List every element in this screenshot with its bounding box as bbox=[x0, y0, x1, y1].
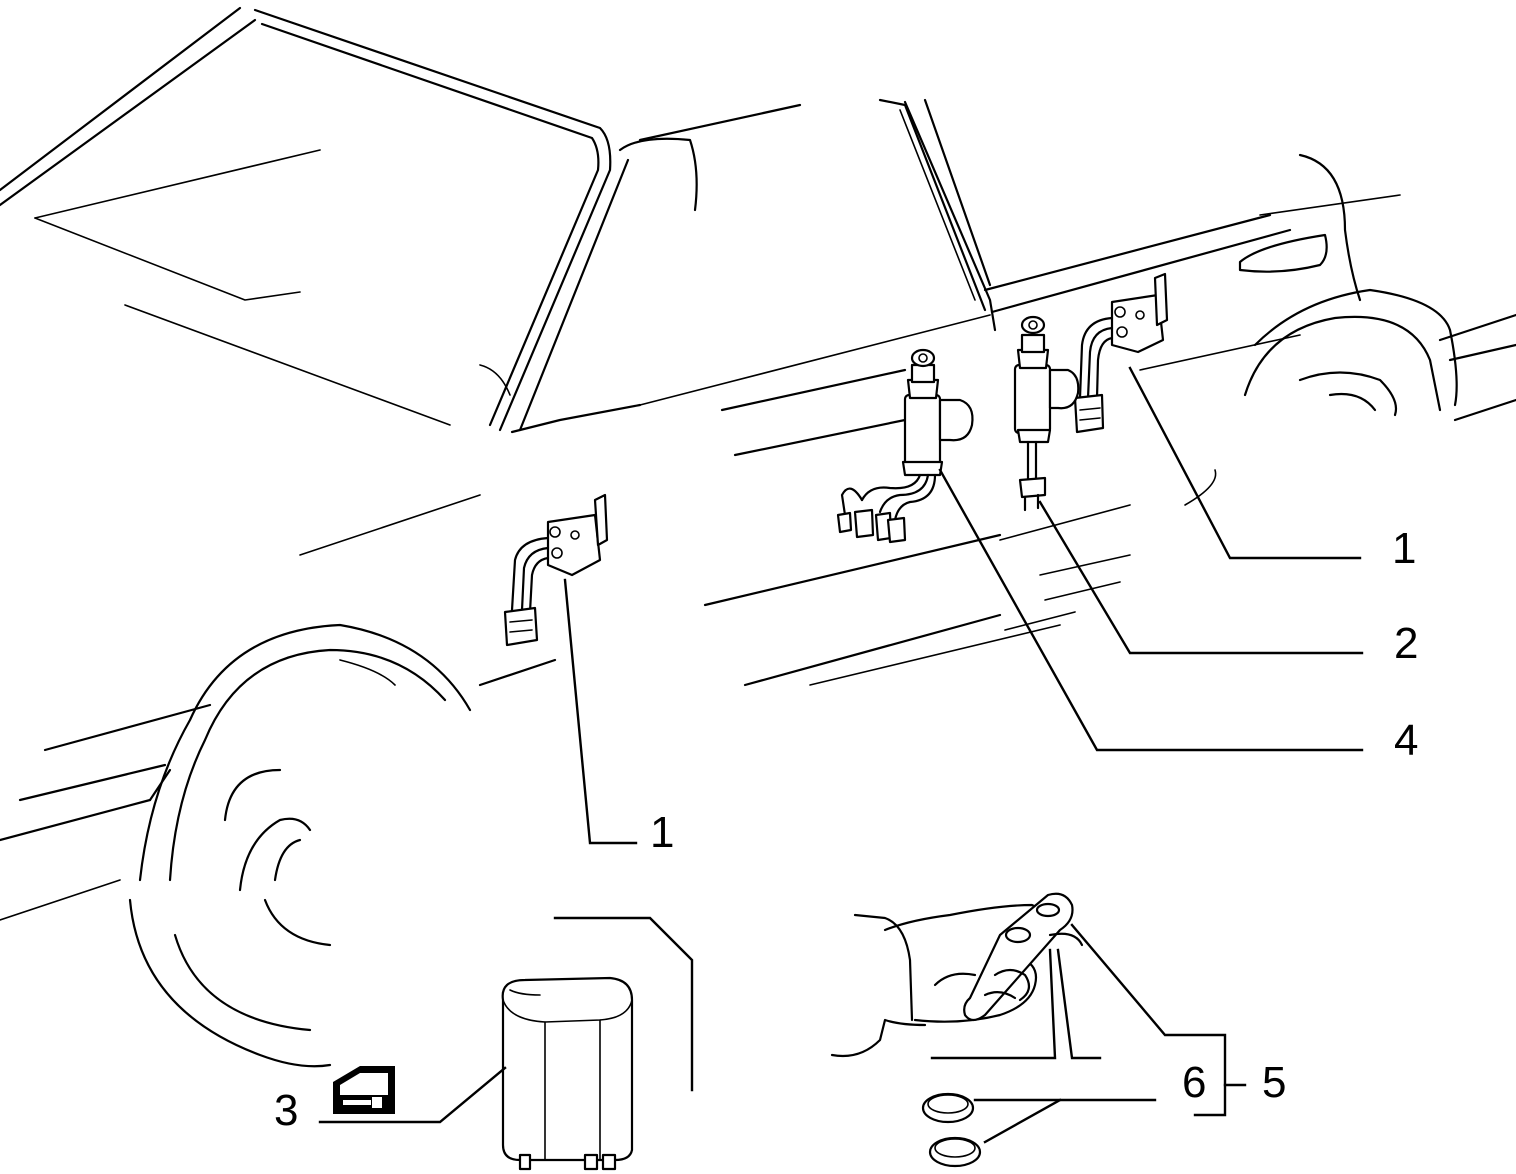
door-key-symbol-icon bbox=[333, 1066, 395, 1114]
car-body-outline-icon bbox=[0, 6, 1516, 1068]
door-lock-actuator-icon bbox=[836, 348, 974, 544]
door-lock-switch-icon bbox=[503, 493, 609, 647]
remote-transmitter-icon bbox=[830, 892, 1247, 1117]
callout-2-actuator: 2 bbox=[1394, 619, 1418, 668]
battery-cell-icon bbox=[928, 1098, 1062, 1168]
callout-6-battery: 6 bbox=[1182, 1058, 1206, 1107]
callout-5-remote: 5 bbox=[1262, 1058, 1286, 1107]
callout-1-right-door-switch: 1 bbox=[1392, 524, 1416, 573]
callout-1-left-door-switch: 1 bbox=[650, 808, 674, 857]
callout-4-actuator: 4 bbox=[1394, 716, 1418, 765]
control-unit-icon bbox=[501, 916, 694, 1171]
leader-lines bbox=[318, 366, 1364, 1124]
door-lock-actuator-icon bbox=[1013, 315, 1080, 512]
battery-cell-icon bbox=[921, 1092, 1157, 1124]
door-lock-switch-icon bbox=[1073, 272, 1169, 434]
callout-3-control-unit: 3 bbox=[274, 1086, 298, 1135]
